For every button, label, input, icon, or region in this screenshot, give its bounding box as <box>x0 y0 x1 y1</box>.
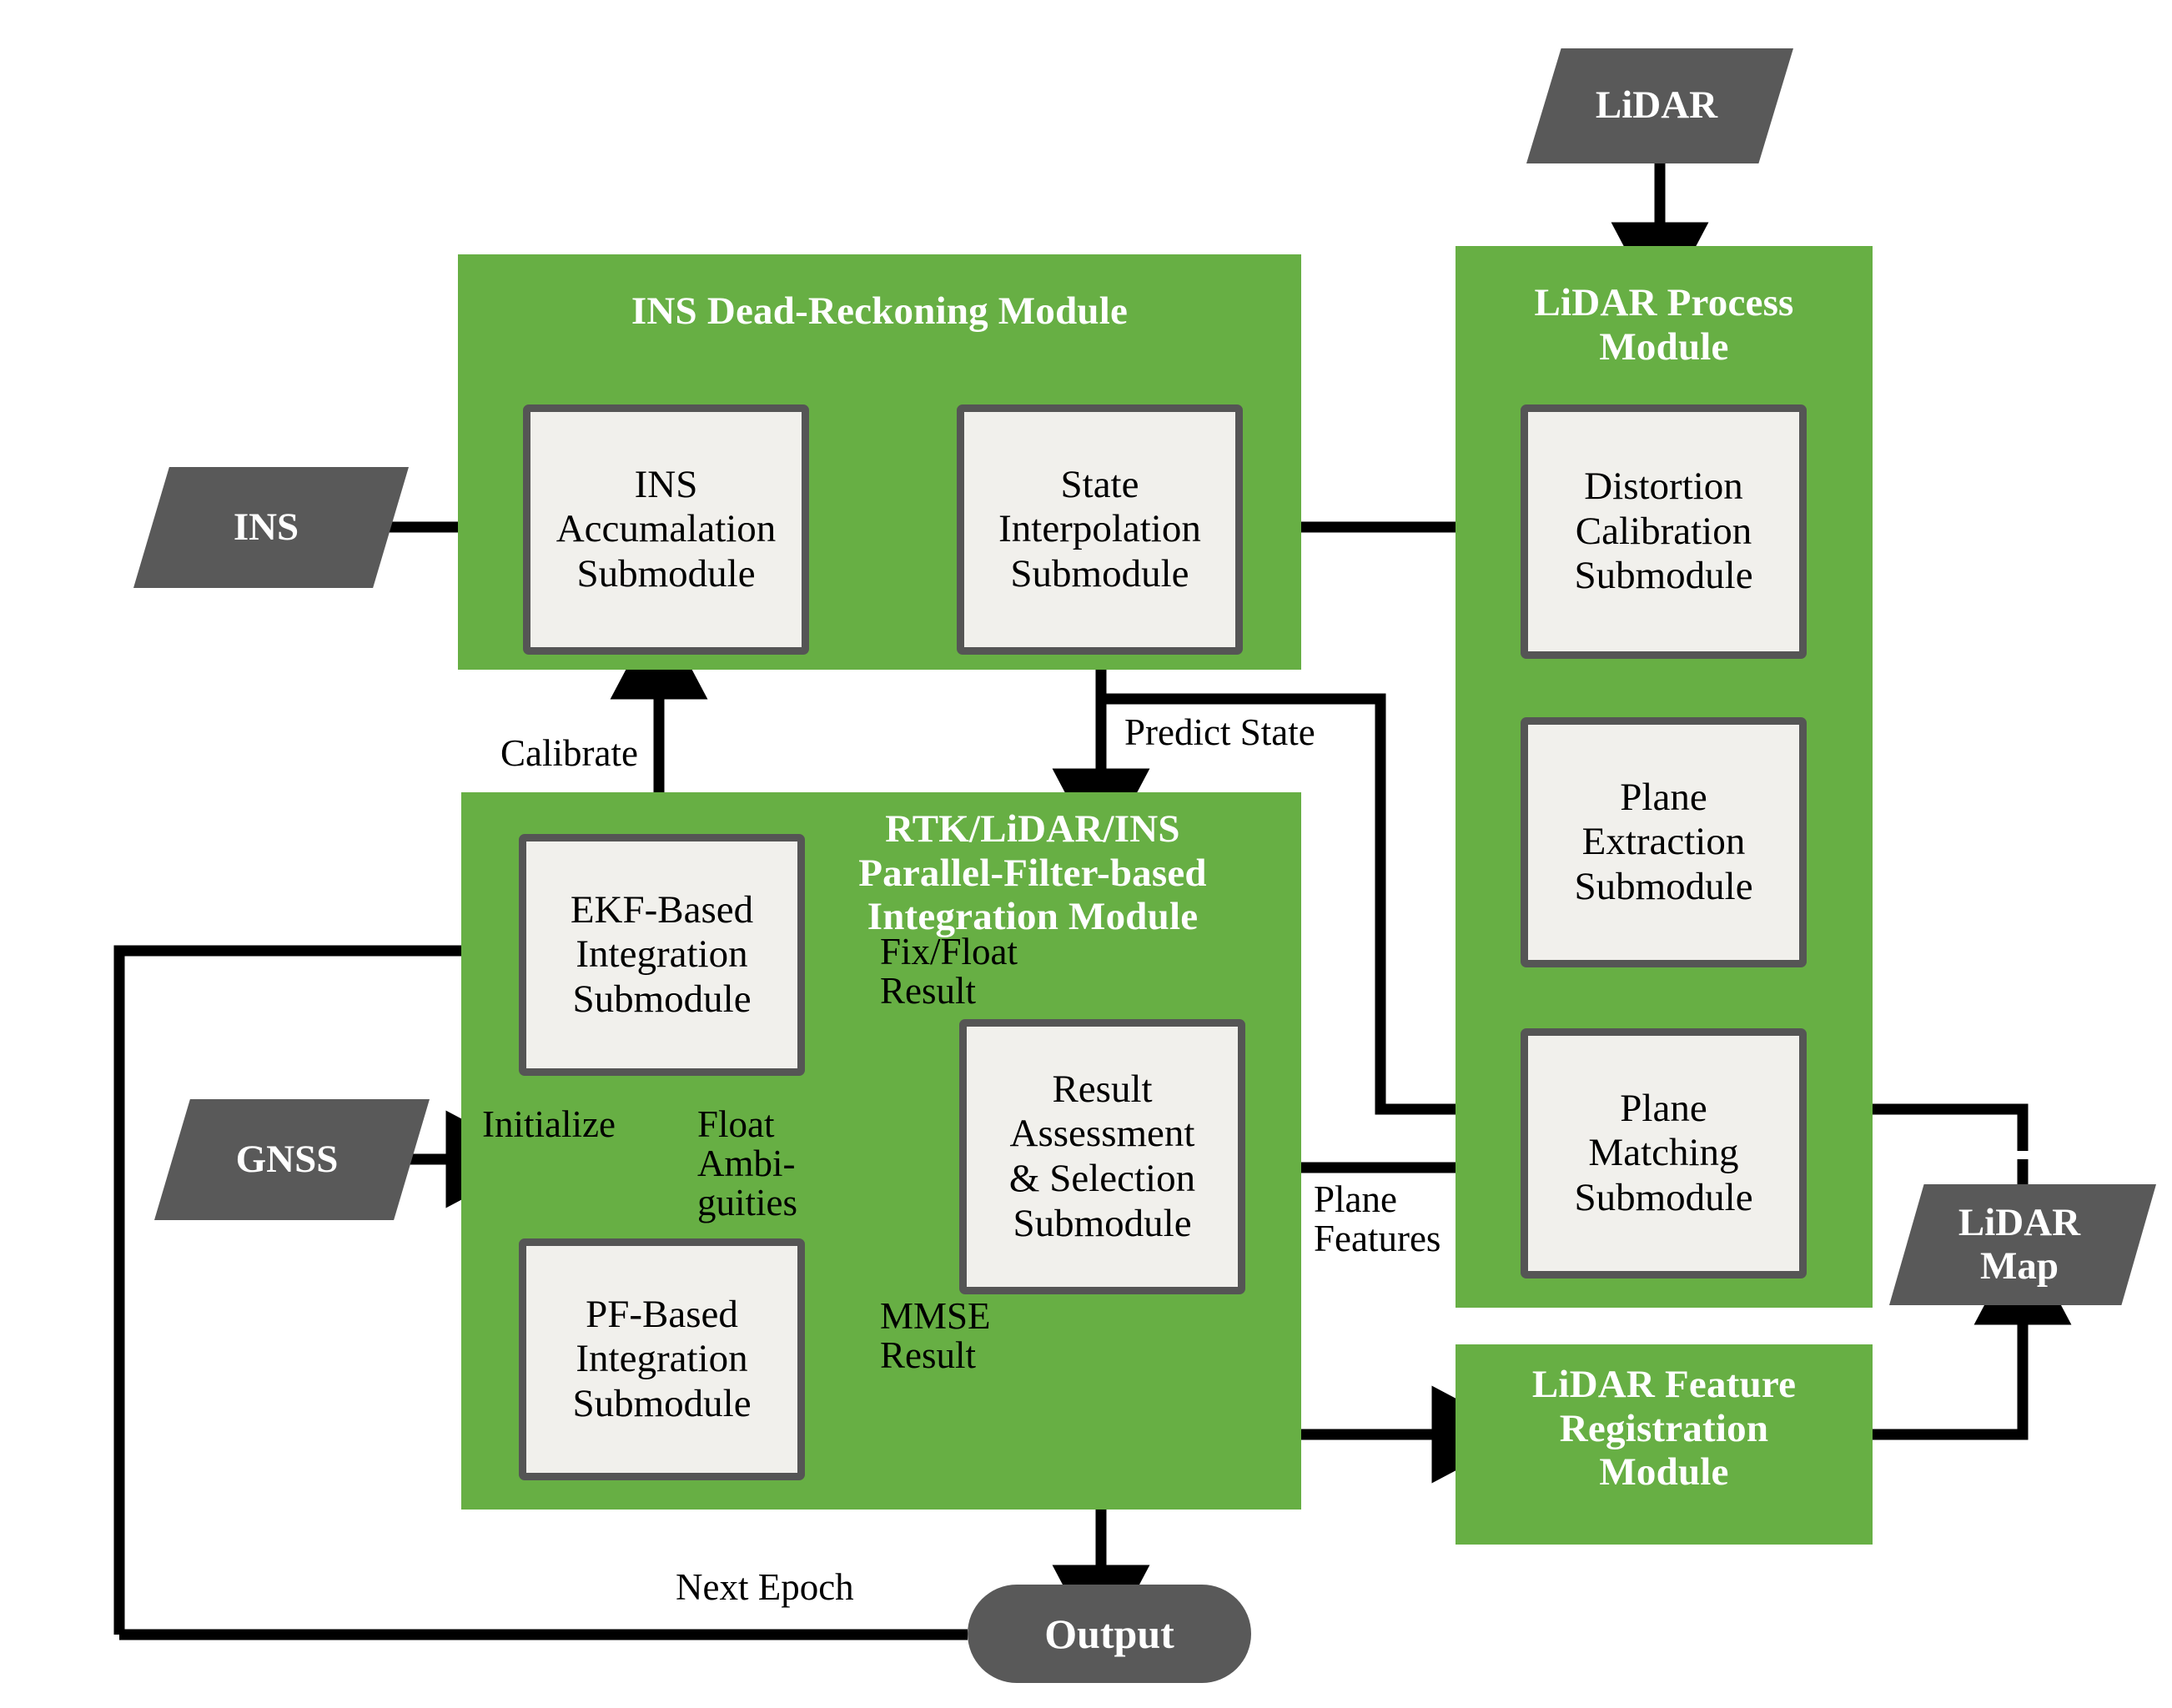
edge-label-float-ambiguities: Float Ambi- guities <box>697 1103 797 1223</box>
io-node-lidar-label: LiDAR <box>1595 83 1718 128</box>
edge-label-predict-state: Predict State <box>1124 711 1315 753</box>
submodule-state-interpolation-label: State Interpolation Submodule <box>998 462 1201 595</box>
edge-label-mmse-result: MMSE Result <box>880 1295 991 1376</box>
submodule-pf-based-integration[interactable]: PF-Based Integration Submodule <box>519 1238 805 1480</box>
submodule-distortion-calibration[interactable]: Distortion Calibration Submodule <box>1521 404 1807 659</box>
module-lidar-feature-registration-title: LiDAR Feature Registration Module <box>1531 1363 1797 1494</box>
submodule-ekf-based-integration[interactable]: EKF-Based Integration Submodule <box>519 834 805 1076</box>
submodule-plane-matching-label: Plane Matching Submodule <box>1574 1086 1753 1219</box>
io-node-ins[interactable]: INS <box>133 467 409 588</box>
module-ins-dead-reckoning-title: INS Dead-Reckoning Module <box>631 289 1129 333</box>
edge-lidar-map-to-plane-matching <box>1767 1060 2029 1158</box>
submodule-ins-accumalation[interactable]: INS Accumalation Submodule <box>523 404 809 655</box>
io-node-output-label: Output <box>1044 1610 1174 1657</box>
edge-label-plane-features: Plane Features <box>1314 1178 1441 1259</box>
submodule-pf-based-integration-label: PF-Based Integration Submodule <box>572 1292 752 1425</box>
io-node-gnss-label: GNSS <box>235 1137 339 1181</box>
module-lidar-process-title: LiDAR Process Module <box>1534 281 1794 369</box>
edge-label-initialize: Initialize <box>482 1103 616 1145</box>
io-node-output[interactable]: Output <box>968 1585 1251 1683</box>
edge-next-epoch-to-ekf <box>113 902 569 1635</box>
submodule-plane-extraction-label: Plane Extraction Submodule <box>1574 775 1753 908</box>
submodule-result-assessment-selection[interactable]: Result Assessment & Selection Submodule <box>959 1019 1245 1294</box>
module-lidar-feature-registration[interactable]: LiDAR Feature Registration Module <box>1456 1344 1873 1545</box>
submodule-ins-accumalation-label: INS Accumalation Submodule <box>556 462 777 595</box>
edge-predict-state-to-plane-matching <box>1101 693 1561 1158</box>
edge-registration-to-lidar-map <box>1873 1233 2072 1440</box>
edge-label-next-epoch: Next Epoch <box>676 1566 854 1608</box>
module-integration-title: RTK/LiDAR/INS Parallel-Filter-based Inte… <box>858 807 1207 939</box>
submodule-plane-extraction[interactable]: Plane Extraction Submodule <box>1521 717 1807 967</box>
submodule-result-assessment-selection-label: Result Assessment & Selection Submodule <box>1008 1067 1196 1245</box>
submodule-state-interpolation[interactable]: State Interpolation Submodule <box>957 404 1243 655</box>
io-node-lidar-map-label: LiDAR Map <box>1958 1200 2081 1288</box>
submodule-ekf-based-integration-label: EKF-Based Integration Submodule <box>570 887 754 1021</box>
submodule-plane-matching[interactable]: Plane Matching Submodule <box>1521 1028 1807 1278</box>
edge-label-calibrate: Calibrate <box>500 732 638 774</box>
io-node-ins-label: INS <box>233 505 299 549</box>
edge-label-fix-float-result: Fix/Float Result <box>880 931 1018 1012</box>
submodule-distortion-calibration-label: Distortion Calibration Submodule <box>1574 465 1753 598</box>
io-node-lidar-map[interactable]: LiDAR Map <box>1889 1184 2156 1305</box>
io-node-gnss[interactable]: GNSS <box>154 1099 430 1220</box>
io-node-lidar[interactable]: LiDAR <box>1526 48 1793 163</box>
